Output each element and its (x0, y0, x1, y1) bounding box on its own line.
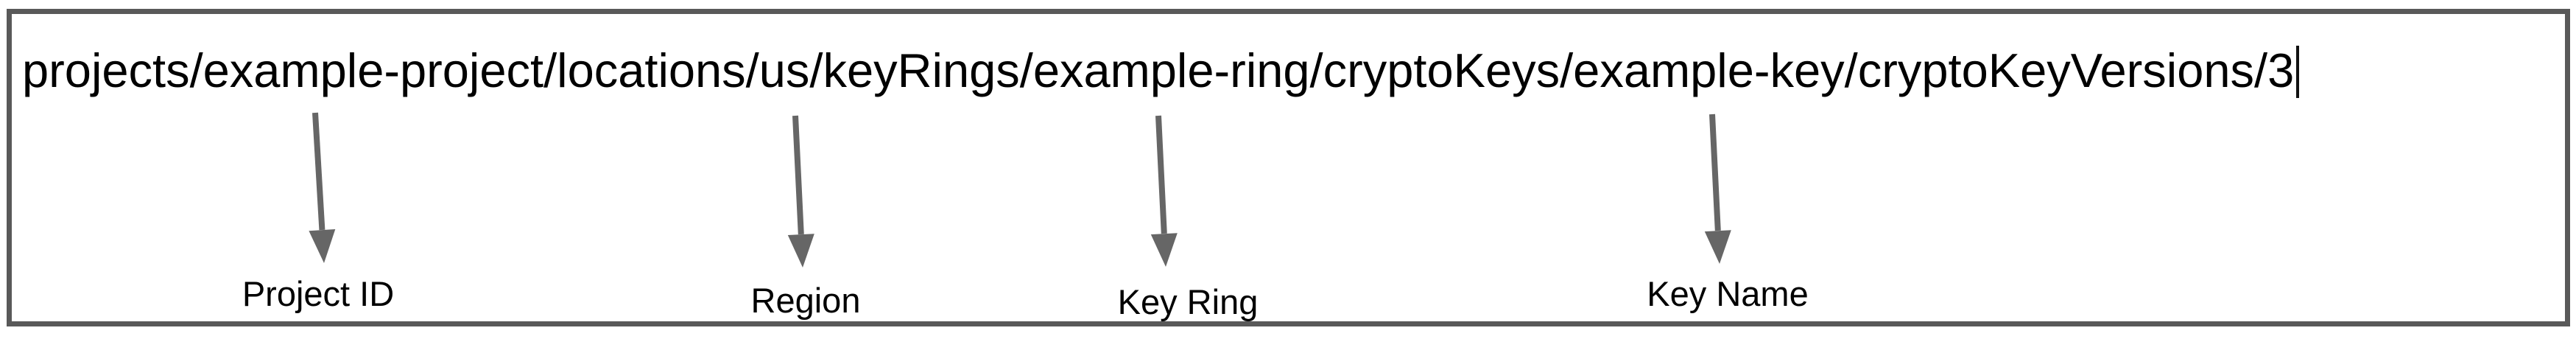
text-caret (2296, 46, 2300, 98)
label-key-ring: Key Ring (1117, 282, 1259, 321)
label-project-id: Project ID (242, 274, 395, 313)
resource-path-box (7, 9, 2570, 326)
label-key-name: Key Name (1647, 274, 1809, 313)
resource-path-text: projects/example-project/locations/us/ke… (22, 43, 2295, 97)
label-region: Region (750, 281, 861, 320)
resource-path-field[interactable]: projects/example-project/locations/us/ke… (22, 43, 2300, 98)
